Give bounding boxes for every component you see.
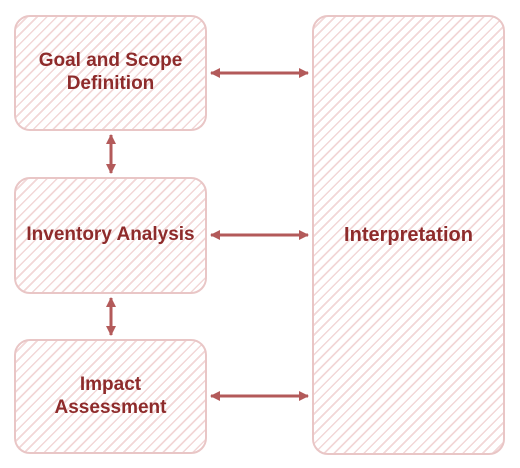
interpretation-label: Interpretation <box>344 224 473 246</box>
impact-assessment-label: Impact Assessment <box>54 373 167 418</box>
goal-and-scope-definition-label: Goal and Scope Definition <box>38 50 183 94</box>
goal-and-scope-definition-box: Goal and Scope Definition <box>14 15 207 131</box>
impact-assessment-box: Impact Assessment <box>14 339 207 454</box>
interpretation-box: Interpretation <box>312 15 505 455</box>
inventory-analysis-label: Inventory Analysis <box>26 224 195 246</box>
inventory-analysis-box: Inventory Analysis <box>14 177 207 294</box>
